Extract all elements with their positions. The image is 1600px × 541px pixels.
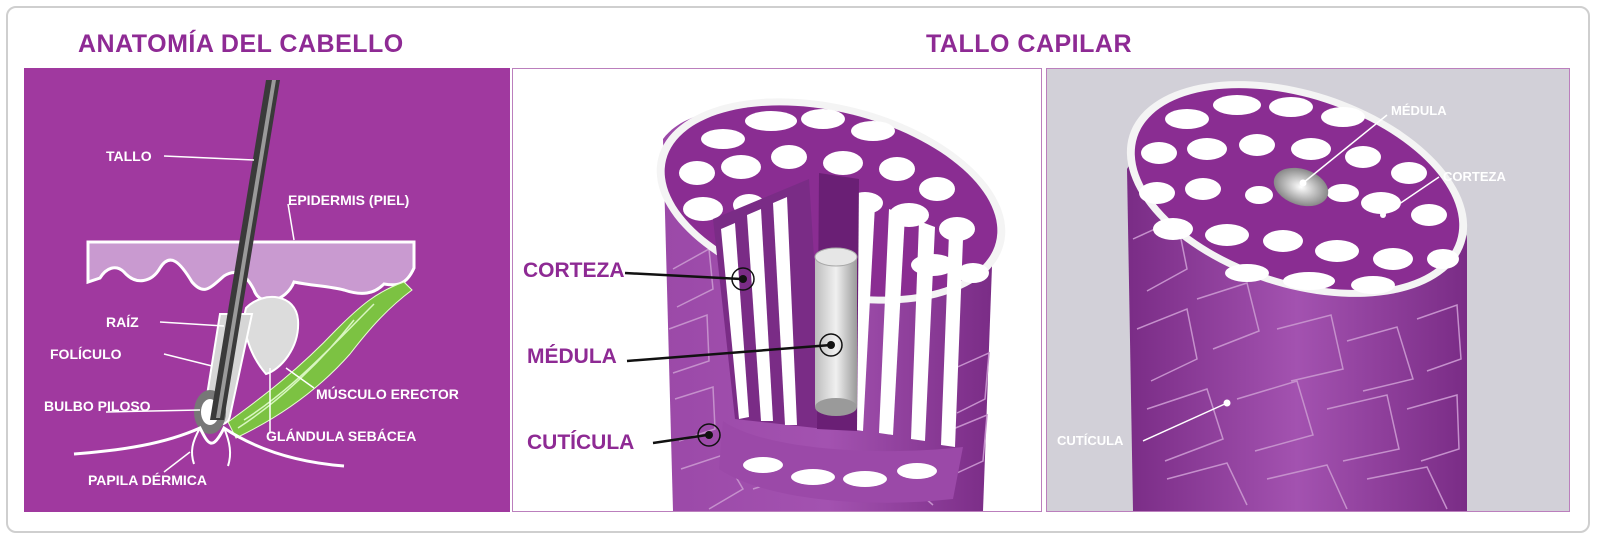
hair-anatomy-illustration [73, 80, 416, 473]
hair-shaft-cutaway-panel: CORTEZA MÉDULA CUTÍCULA [512, 68, 1042, 512]
label-glandula-sebacea: GLÁNDULA SEBÁCEA [266, 428, 417, 444]
title-hair-shaft: TALLO CAPILAR [926, 30, 1133, 58]
label-cuticula-cutaway: CUTÍCULA [527, 431, 635, 454]
label-cuticula-section: CUTÍCULA [1057, 433, 1124, 448]
label-raiz: RAÍZ [106, 314, 139, 330]
label-corteza-cutaway: CORTEZA [523, 259, 625, 282]
label-corteza-section: CORTEZA [1443, 169, 1506, 184]
hair-shaft-section-illustration [1126, 81, 1468, 511]
cutaway-medulla-cylinder [815, 257, 857, 407]
hair-shaft-cutaway-illustration [624, 98, 1006, 511]
label-tallo: TALLO [106, 148, 152, 164]
label-papila-dermica: PAPILA DÉRMICA [88, 472, 207, 488]
label-foliculo: FOLÍCULO [50, 346, 122, 362]
title-hair-anatomy: ANATOMÍA DEL CABELLO [78, 30, 404, 58]
hair-anatomy-panel: TALLO EPIDERMIS (PIEL) RAÍZ FOLÍCULO BUL… [24, 68, 510, 512]
label-musculo-erector: MÚSCULO ERECTOR [316, 386, 459, 402]
section-medulla-core [1273, 167, 1329, 207]
label-medula-section: MÉDULA [1391, 103, 1447, 118]
hair-shaft-section-panel: MÉDULA CORTEZA CUTÍCULA [1046, 68, 1570, 512]
label-bulbo-piloso: BULBO PILOSO [44, 398, 151, 414]
label-epidermis: EPIDERMIS (PIEL) [288, 192, 410, 208]
dermal-papilla-shape [73, 425, 345, 468]
label-medula-cutaway: MÉDULA [527, 345, 617, 368]
sebaceous-gland-shape [243, 295, 300, 376]
